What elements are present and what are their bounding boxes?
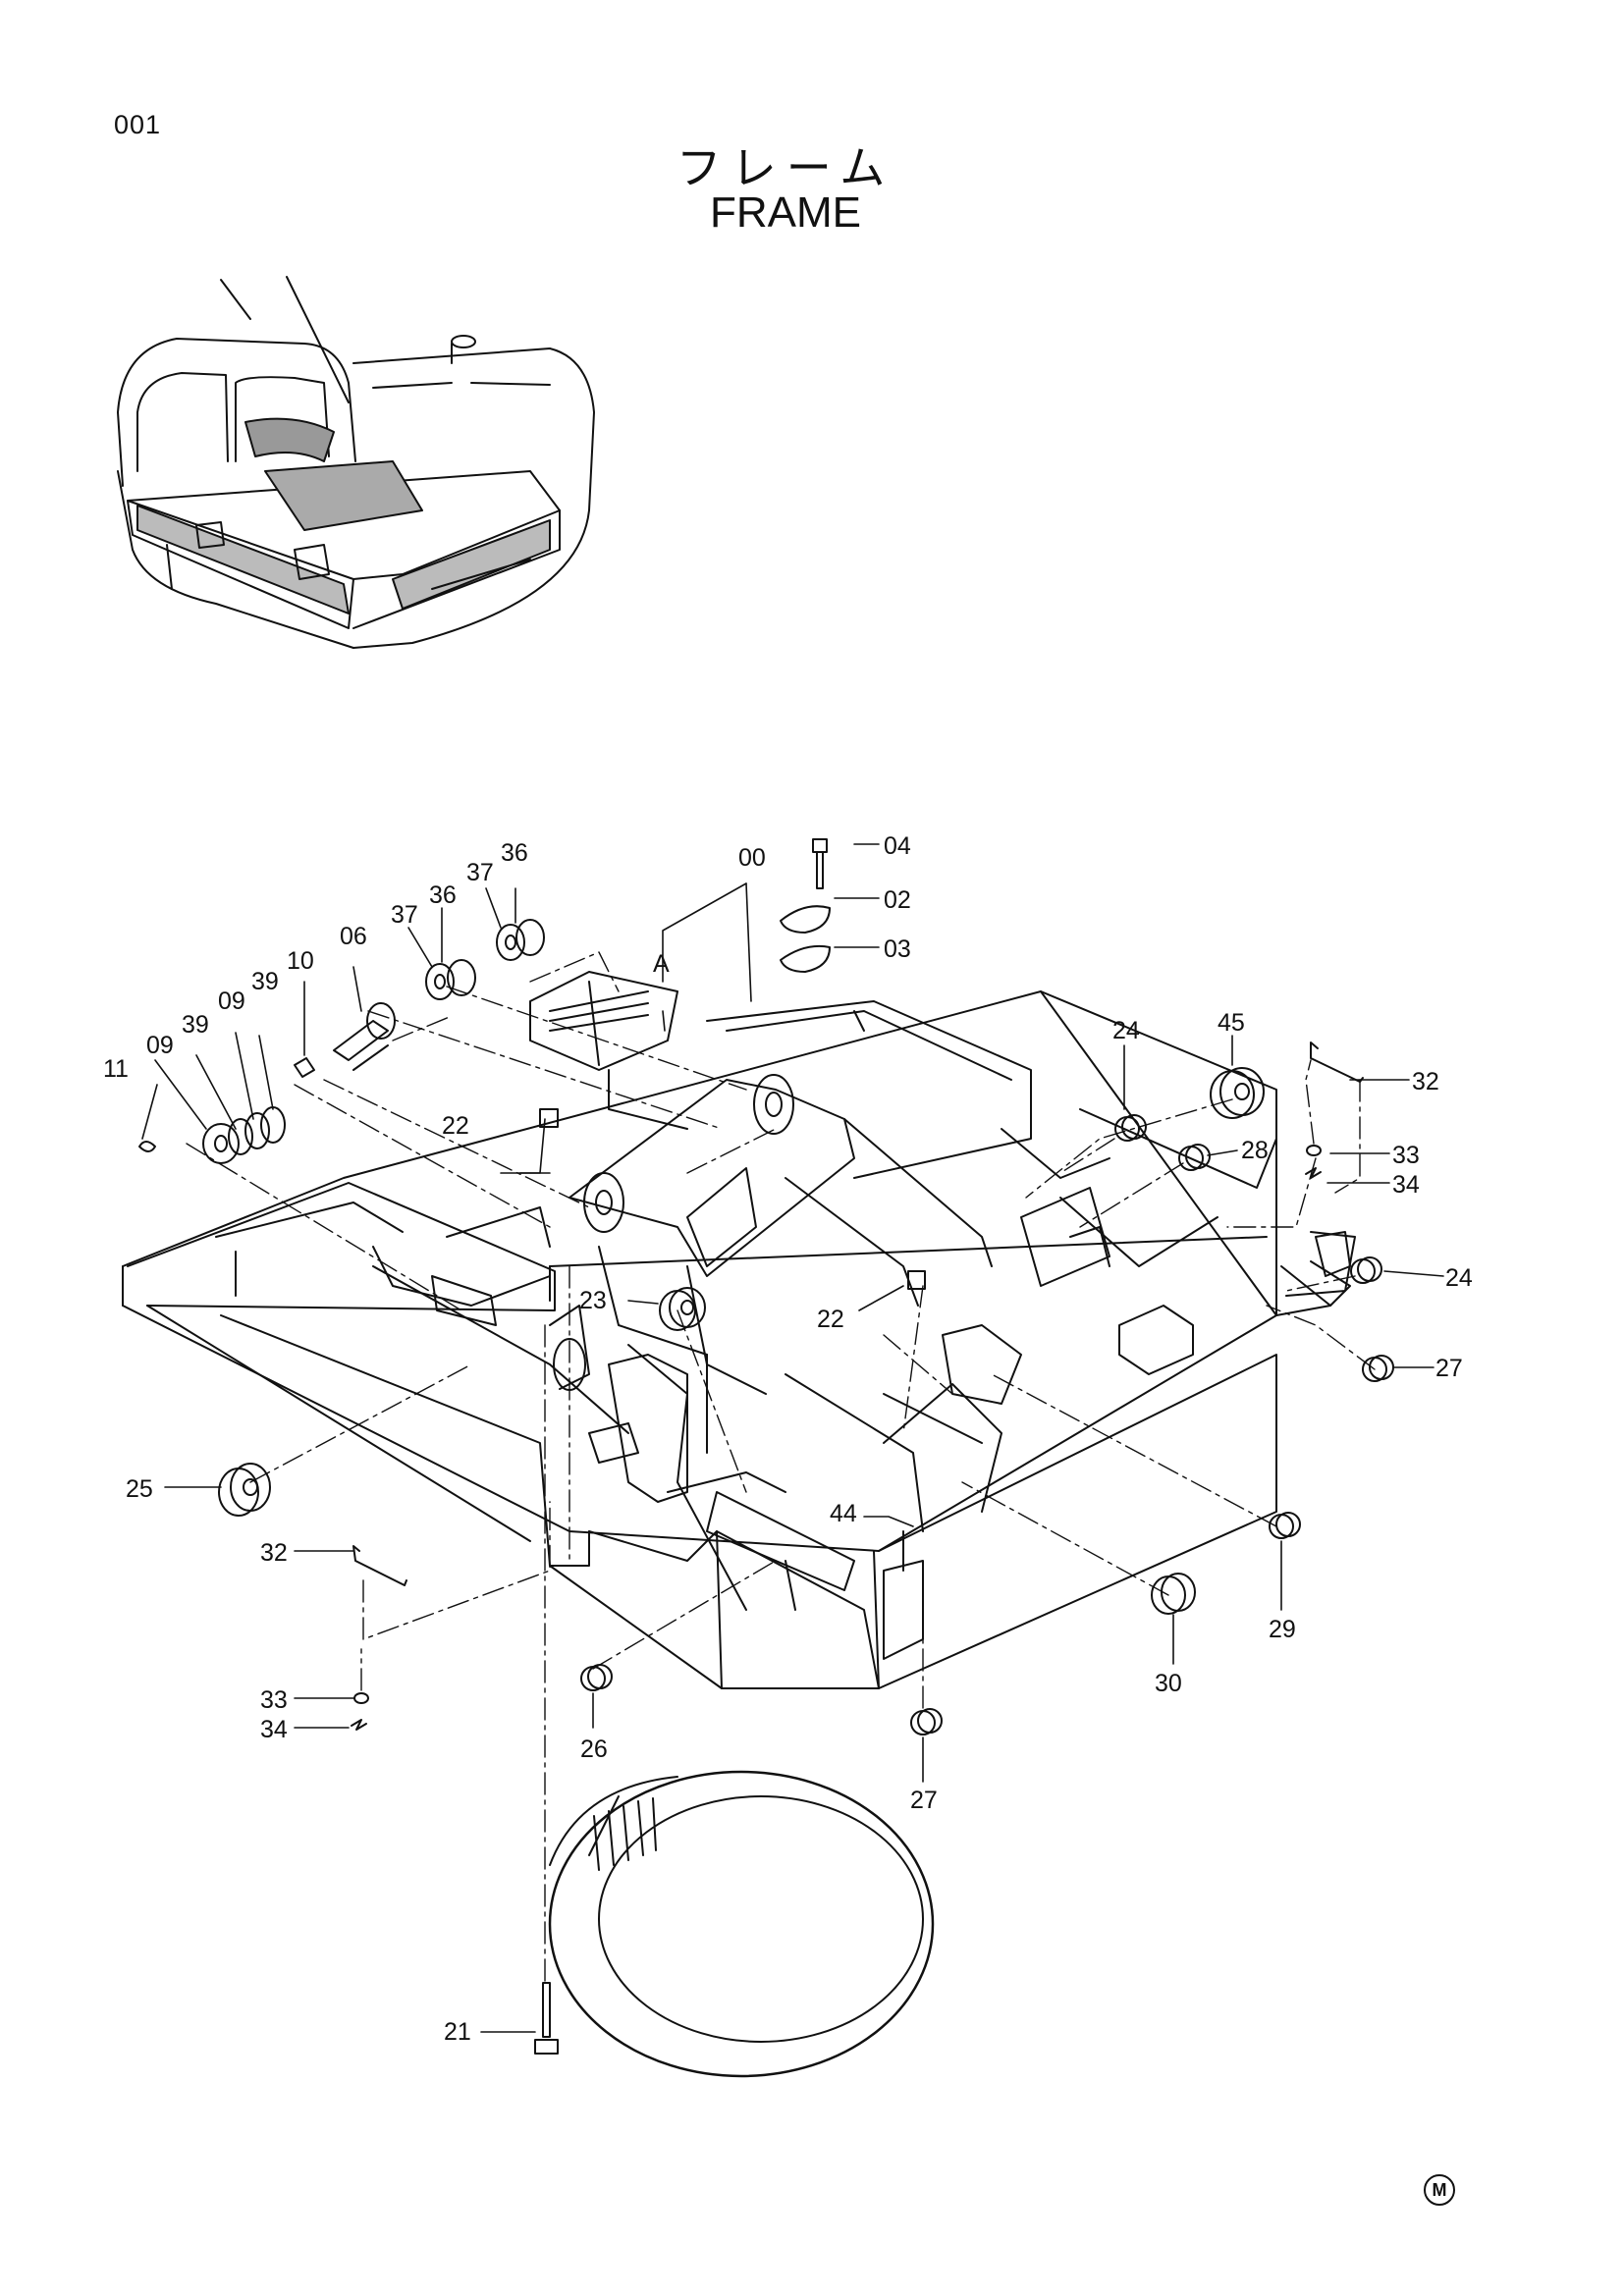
callout-30: 30 bbox=[1155, 1670, 1182, 1697]
callout-09-b: 09 bbox=[218, 988, 245, 1015]
callout-23: 23 bbox=[579, 1287, 607, 1314]
callout-24-a: 24 bbox=[1112, 1017, 1140, 1044]
page-number: 001 bbox=[114, 110, 162, 139]
callout-37-b: 37 bbox=[466, 859, 494, 886]
callout-10: 10 bbox=[287, 947, 314, 975]
callout-39-b: 39 bbox=[251, 968, 279, 995]
callout-labels: 00 02 03 04 06 09 09 10 11 21 22 22 23 2… bbox=[103, 832, 1473, 2046]
callout-22-a: 22 bbox=[442, 1112, 469, 1140]
callout-32-b: 32 bbox=[260, 1539, 288, 1567]
callout-32-a: 32 bbox=[1412, 1068, 1439, 1095]
callout-36-b: 36 bbox=[501, 839, 528, 867]
callout-25: 25 bbox=[126, 1475, 153, 1503]
callout-A: A bbox=[653, 950, 670, 978]
title-japanese: フレーム bbox=[676, 141, 895, 194]
callout-45: 45 bbox=[1218, 1009, 1245, 1037]
callout-34-a: 34 bbox=[1392, 1171, 1420, 1199]
machine-overview-illustration bbox=[117, 276, 595, 649]
callout-24-b: 24 bbox=[1445, 1264, 1473, 1292]
callout-29: 29 bbox=[1269, 1616, 1296, 1643]
callout-33-b: 33 bbox=[260, 1686, 288, 1714]
callout-04: 04 bbox=[884, 832, 911, 860]
trademark-m-icon: M bbox=[1424, 2174, 1455, 2206]
callout-03: 03 bbox=[884, 935, 911, 963]
exploded-parts bbox=[138, 838, 1394, 1735]
callout-00: 00 bbox=[738, 844, 766, 872]
callout-09-a: 09 bbox=[146, 1032, 174, 1059]
callout-44: 44 bbox=[830, 1500, 857, 1527]
callout-39-a: 39 bbox=[182, 1011, 209, 1039]
callout-02: 02 bbox=[884, 886, 911, 914]
callout-11: 11 bbox=[103, 1055, 129, 1083]
callout-27-a: 27 bbox=[1435, 1355, 1463, 1382]
callout-26: 26 bbox=[580, 1735, 608, 1763]
callout-27-b: 27 bbox=[910, 1787, 938, 1814]
leader-lines bbox=[141, 843, 1444, 2033]
callout-28: 28 bbox=[1241, 1137, 1269, 1164]
callout-37-a: 37 bbox=[391, 901, 418, 929]
callout-33-a: 33 bbox=[1392, 1142, 1420, 1169]
callout-22-b: 22 bbox=[817, 1306, 844, 1333]
callout-21: 21 bbox=[444, 2018, 471, 2046]
callout-36-a: 36 bbox=[429, 881, 457, 909]
callout-06: 06 bbox=[340, 923, 367, 950]
callout-34-b: 34 bbox=[260, 1716, 288, 1743]
title-english: FRAME bbox=[710, 188, 861, 237]
centre-lines bbox=[186, 951, 1376, 1984]
upper-frame-assembly bbox=[122, 971, 1356, 2078]
